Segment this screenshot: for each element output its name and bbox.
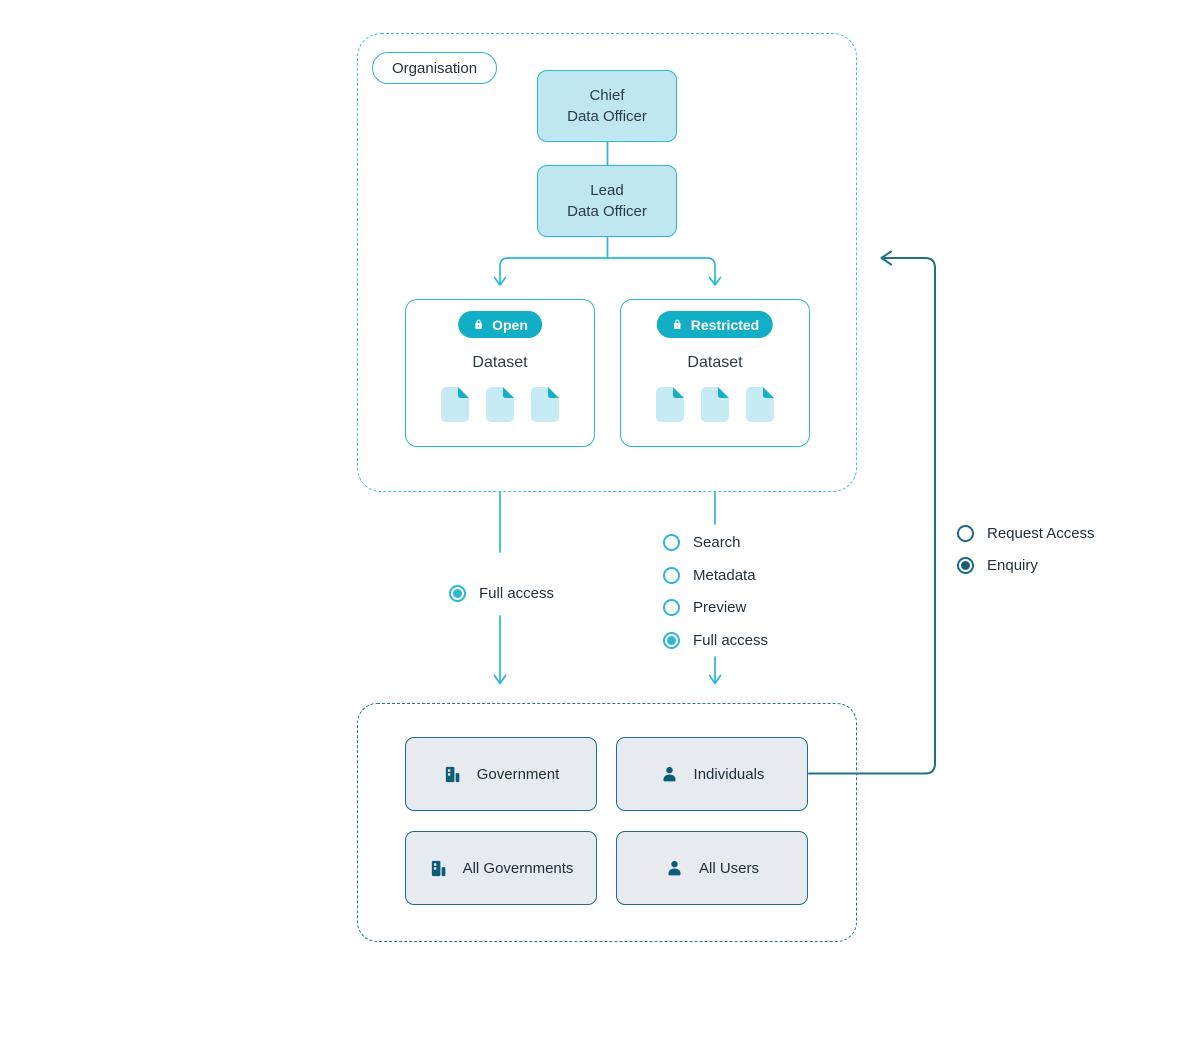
- lock-icon: [475, 319, 482, 329]
- radio-label: Full access: [479, 585, 555, 602]
- option-row-enquiry: Enquiry: [957, 557, 1038, 574]
- building-icon: [445, 766, 460, 782]
- arrowhead-restricted-flow: [708, 674, 722, 685]
- option-row-metadata: Metadata: [663, 567, 756, 584]
- radio-full-access-open[interactable]: [449, 585, 466, 602]
- restricted-dataset-box: Restricted Dataset: [620, 299, 810, 447]
- open-badge: Open: [458, 311, 542, 338]
- document-icon: [746, 387, 774, 422]
- chief-data-officer-label: Chief Data Officer: [567, 87, 647, 125]
- dataset-title: Dataset: [472, 354, 528, 371]
- dataset-title: Dataset: [687, 354, 743, 371]
- organisation-label-pill: Organisation: [372, 52, 498, 84]
- restricted-badge-label: Restricted: [690, 316, 760, 333]
- person-icon: [662, 766, 676, 781]
- consumer-label: Government: [476, 765, 560, 783]
- lead-data-officer-box: Lead Data Officer: [537, 165, 677, 237]
- arrowhead-right-dataset: [708, 276, 722, 286]
- option-row-search: Search: [663, 534, 741, 551]
- radio-request-access[interactable]: [957, 525, 974, 542]
- building-icon: [431, 860, 445, 876]
- radio-metadata[interactable]: [663, 567, 680, 584]
- radio-label: Metadata: [693, 567, 756, 584]
- consumer-box-all-governments: All Governments: [405, 831, 597, 905]
- dataset-files: [406, 387, 594, 422]
- radio-search[interactable]: [663, 534, 680, 551]
- option-row-preview: Preview: [663, 599, 746, 616]
- radio-label: Enquiry: [987, 557, 1038, 574]
- consumer-box-all-users: All Users: [616, 831, 808, 905]
- document-icon: [486, 387, 514, 422]
- document-icon: [531, 387, 559, 422]
- radio-preview[interactable]: [663, 599, 680, 616]
- document-icon: [441, 387, 469, 422]
- lead-data-officer-label: Lead Data Officer: [567, 182, 647, 220]
- consumer-label: All Users: [698, 859, 759, 877]
- option-row-full-access-open: Full access: [449, 585, 554, 602]
- arrowhead-open-flow: [493, 674, 507, 685]
- radio-label: Full access: [693, 632, 769, 649]
- open-badge-label: Open: [492, 316, 528, 333]
- consumer-box-individuals: Individuals: [616, 737, 808, 811]
- dataset-files: [621, 387, 809, 422]
- radio-label: Preview: [693, 599, 747, 616]
- branch-to-datasets: [499, 257, 716, 285]
- radio-label: Search: [693, 534, 741, 551]
- option-row-request-access: Request Access: [957, 525, 1095, 542]
- radio-enquiry[interactable]: [957, 557, 974, 574]
- option-row-full-access-restricted: Full access: [663, 632, 768, 649]
- restricted-badge: Restricted: [656, 311, 774, 338]
- consumers-container: [357, 703, 857, 942]
- lock-icon: [674, 319, 681, 329]
- document-icon: [656, 387, 684, 422]
- arrowhead-enquiry-return: [880, 250, 892, 266]
- document-icon: [701, 387, 729, 422]
- open-dataset-box: Open Dataset: [405, 299, 595, 447]
- organisation-container: [357, 33, 857, 492]
- consumer-label: Individuals: [693, 765, 765, 783]
- radio-full-access-restricted[interactable]: [663, 632, 680, 649]
- chief-data-officer-box: Chief Data Officer: [537, 70, 677, 142]
- radio-label: Request Access: [987, 525, 1095, 542]
- arrowhead-left-dataset: [493, 276, 507, 286]
- organisation-label: Organisation: [392, 59, 478, 77]
- enquiry-return-line: [808, 257, 936, 775]
- person-icon: [668, 860, 681, 875]
- consumer-box-government: Government: [405, 737, 597, 811]
- consumer-label: All Governments: [462, 859, 574, 877]
